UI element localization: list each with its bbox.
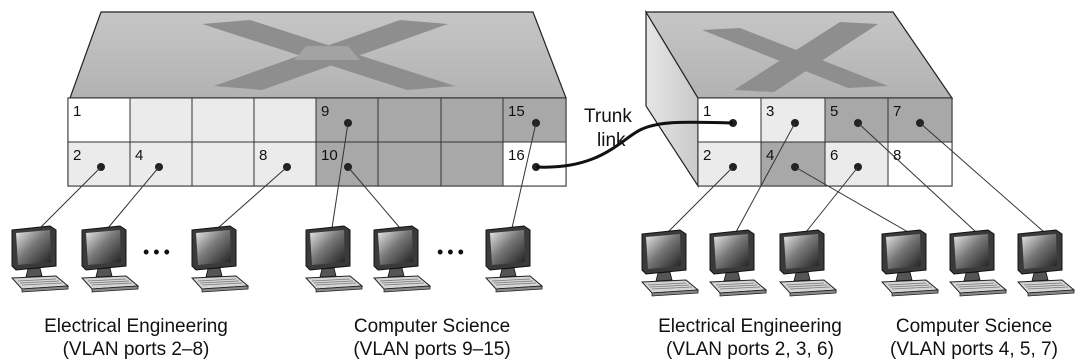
port-label: 8 bbox=[259, 147, 267, 164]
caption-sub: (VLAN ports 4, 5, 7) bbox=[890, 339, 1058, 360]
host-cables bbox=[39, 122, 1045, 233]
caption-sub: (VLAN ports 9–15) bbox=[353, 339, 511, 360]
port-label: 4 bbox=[135, 147, 143, 164]
port-label: 2 bbox=[73, 147, 81, 164]
ellipsis-ee: ••• bbox=[143, 242, 174, 262]
port-label: 9 bbox=[321, 103, 329, 120]
caption-cs-right: Computer Science (VLAN ports 4, 5, 7) bbox=[876, 315, 1072, 361]
trunk-link-cable bbox=[535, 120, 734, 169]
caption-ee-right: Electrical Engineering (VLAN ports 2, 3,… bbox=[632, 315, 868, 361]
port-label: 5 bbox=[830, 103, 838, 120]
port-label: 8 bbox=[893, 147, 901, 164]
trunk-label-line2: link bbox=[597, 130, 626, 151]
caption-cs-left: Computer Science (VLAN ports 9–15) bbox=[334, 315, 530, 361]
port-label: 1 bbox=[703, 103, 711, 120]
port-label: 7 bbox=[893, 103, 901, 120]
port-label: 6 bbox=[830, 147, 838, 164]
ellipsis-cs: ••• bbox=[437, 242, 468, 262]
port-label: 4 bbox=[766, 147, 774, 164]
port-label: 16 bbox=[508, 147, 525, 164]
caption-ee-left: Electrical Engineering (VLAN ports 2–8) bbox=[18, 315, 254, 361]
port-label: 10 bbox=[321, 147, 338, 164]
port-label: 2 bbox=[703, 147, 711, 164]
caption-sub: (VLAN ports 2, 3, 6) bbox=[666, 339, 834, 360]
caption-title: Electrical Engineering bbox=[658, 316, 842, 337]
caption-title: Electrical Engineering bbox=[44, 316, 228, 337]
caption-title: Computer Science bbox=[353, 316, 511, 337]
caption-sub: (VLAN ports 2–8) bbox=[62, 339, 210, 360]
trunk-label-line1: Trunk bbox=[584, 106, 632, 127]
caption-title: Computer Science bbox=[895, 316, 1053, 337]
port-label: 1 bbox=[73, 103, 81, 120]
port-label: 3 bbox=[766, 103, 774, 120]
port-label: 15 bbox=[508, 103, 525, 120]
